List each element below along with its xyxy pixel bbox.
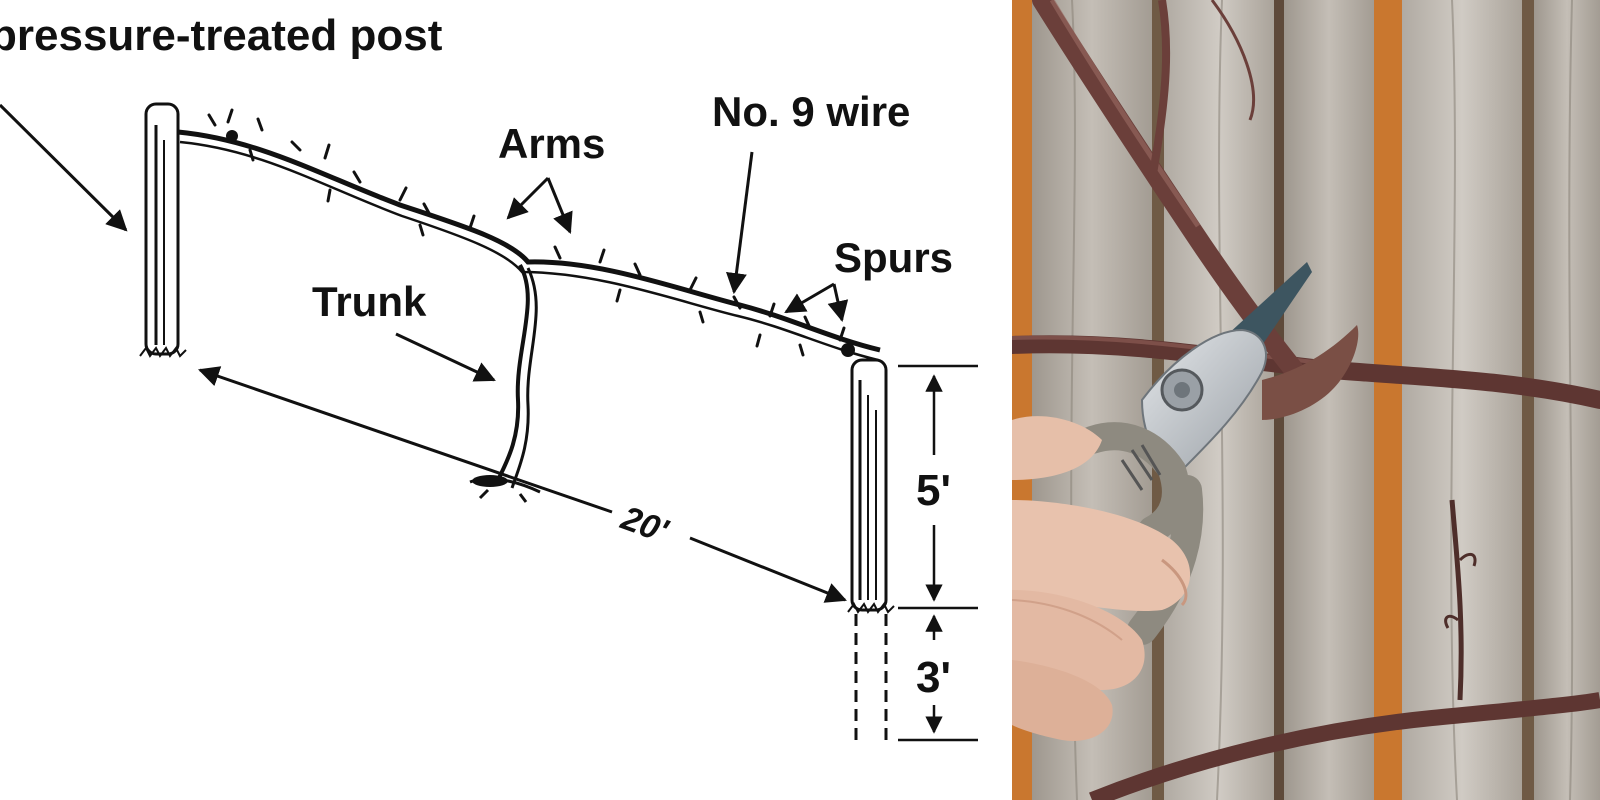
depth-label: 3' bbox=[916, 653, 951, 702]
right-post bbox=[847, 358, 895, 745]
trunk-pointer-arrow bbox=[395, 332, 496, 382]
wire-pointer-arrow bbox=[725, 151, 754, 295]
spurs-pointer-arrow-left bbox=[784, 282, 835, 314]
spurs-pointer-arrow-right bbox=[827, 283, 849, 323]
pruning-photo bbox=[1012, 0, 1600, 800]
vine-trunk bbox=[469, 264, 541, 503]
arms-label: Arms bbox=[498, 120, 605, 167]
arms-pointer-arrow-right bbox=[546, 177, 573, 234]
vine-arms bbox=[177, 108, 881, 362]
left-post bbox=[139, 102, 187, 358]
spurs-label: Spurs bbox=[834, 234, 953, 281]
height-dimensions: 5' 3' bbox=[898, 364, 978, 742]
post-pointer-arrow bbox=[0, 103, 128, 232]
height-label: 5' bbox=[916, 466, 951, 515]
hand bbox=[1012, 416, 1191, 741]
arms-pointer-arrow-left bbox=[506, 176, 550, 220]
pruning-photo-svg bbox=[1012, 0, 1600, 800]
trellis-diagram: 20' 5' 3' pressure-treated post No. 9 wi… bbox=[0, 11, 978, 745]
wire-label: No. 9 wire bbox=[712, 88, 910, 135]
trellis-diagram-svg: 20' 5' 3' pressure-treated post No. 9 wi… bbox=[0, 11, 978, 745]
trunk-label: Trunk bbox=[312, 278, 427, 325]
post-label: pressure-treated post bbox=[0, 11, 443, 60]
span-label: 20' bbox=[615, 499, 674, 551]
spur-buds bbox=[207, 108, 846, 342]
